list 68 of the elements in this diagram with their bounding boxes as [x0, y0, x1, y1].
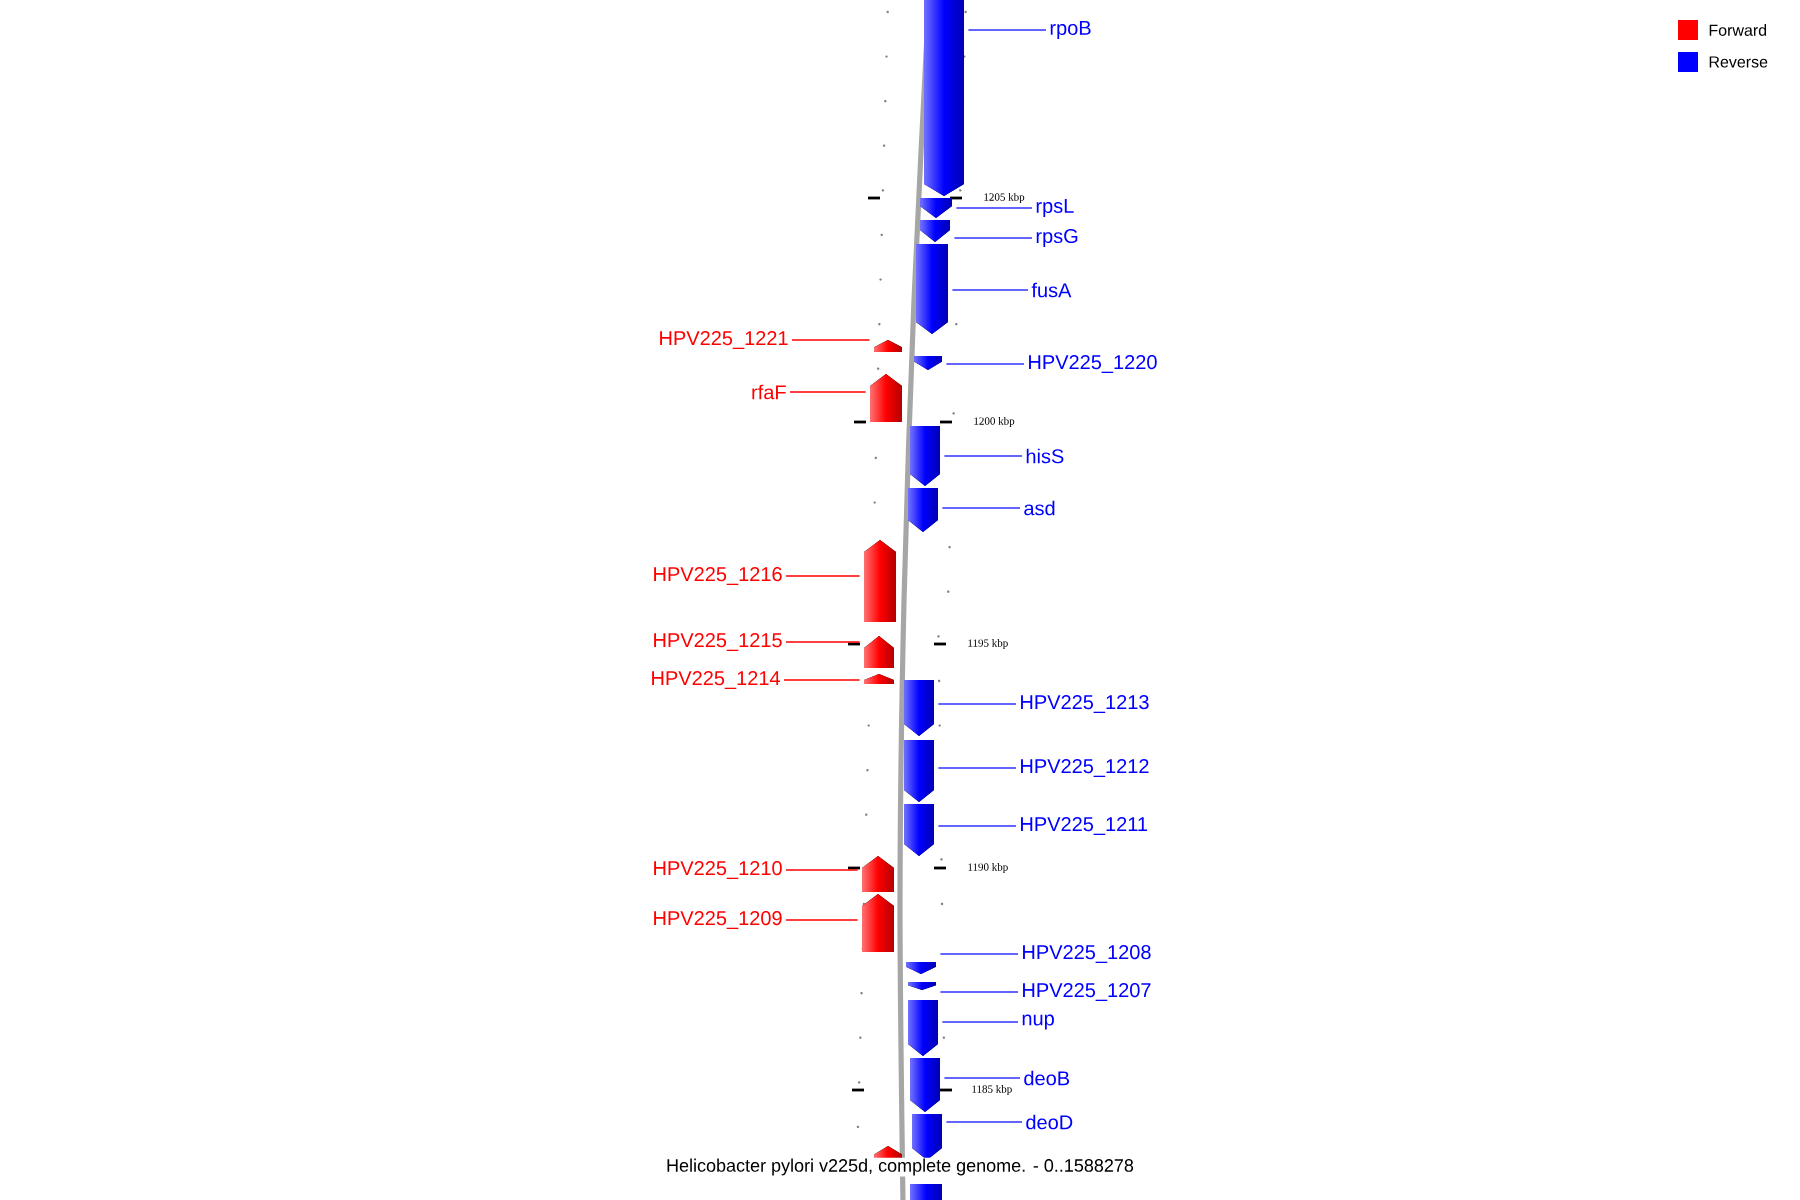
gene-label: HPV225_1216 [654, 567, 782, 585]
gene-label: HPV225_1214 [652, 671, 780, 689]
leader-line [785, 919, 859, 921]
gene-label: asd [1024, 500, 1055, 516]
gene-block [864, 540, 896, 622]
leader-line [785, 641, 861, 643]
leader-line [791, 339, 871, 341]
gene-label: nup [1022, 1014, 1054, 1030]
leader-line [937, 767, 1017, 769]
leader-line [789, 391, 867, 393]
gene-label: HPV225_1211 [1021, 817, 1148, 835]
gene-label: HPV225_1209 [654, 911, 782, 929]
gene-block [914, 356, 942, 370]
gene-label: hisS [1026, 448, 1064, 464]
gene-block [862, 894, 894, 952]
gene-label: HPV225_1210 [654, 861, 782, 879]
leader-line [785, 575, 861, 577]
gene-block [906, 962, 936, 974]
leader-line [941, 1021, 1019, 1023]
leader-line [945, 1121, 1023, 1123]
gene-label: HPV225_1212 [1021, 759, 1149, 777]
gene-label: HPV225_1207 [1023, 983, 1151, 1001]
leader-line [943, 1077, 1021, 1079]
leader-line [785, 869, 859, 871]
gene-block [920, 198, 952, 218]
gene-block [904, 680, 934, 736]
gene-label: rfaF [752, 384, 786, 400]
gene-label: HPV225_1213 [1021, 695, 1149, 713]
gene-block [904, 740, 934, 802]
leader-line [943, 455, 1023, 457]
leader-line [941, 507, 1021, 509]
leader-line [939, 991, 1019, 993]
gene-block [908, 488, 938, 532]
leader-line [955, 207, 1033, 209]
gene-block [862, 856, 894, 892]
gene-block [910, 1184, 942, 1200]
gene-block [864, 636, 894, 668]
gene-block [920, 220, 950, 242]
legend-label: Forward [1709, 24, 1767, 36]
gene-block [870, 374, 902, 422]
leader-line [937, 703, 1017, 705]
gene-label: deoD [1026, 1114, 1073, 1130]
gene-label: deoB [1024, 1070, 1070, 1086]
leader-line [783, 679, 861, 681]
gene-label: HPV225_1221 [660, 331, 788, 349]
gene-block [908, 982, 936, 990]
gene-label: HPV225_1208 [1023, 945, 1151, 963]
gene-block [910, 426, 940, 486]
caption: Helicobacter pylori v225d, complete genome. - 0..1588278 [665, 1157, 1135, 1177]
leader-line [939, 953, 1019, 955]
gene-block [912, 1114, 942, 1160]
gene-block [904, 804, 934, 856]
gene-label: rpoB [1050, 21, 1091, 39]
gene-label: HPV225_1215 [654, 633, 782, 651]
gene-label: rpsL [1036, 199, 1074, 217]
leader-line [951, 289, 1029, 291]
gene-block [910, 1058, 940, 1112]
leader-line [937, 825, 1017, 827]
gene-block [908, 1000, 938, 1056]
leader-line [953, 237, 1033, 239]
gene-label: rpsG [1036, 228, 1078, 248]
gene-block [864, 674, 894, 684]
gene-label: fusA [1031, 282, 1072, 298]
legend-label: Reverse [1709, 56, 1768, 68]
gene-block [874, 340, 902, 352]
leader-line [945, 363, 1025, 365]
gene-label: HPV225_1220 [1029, 355, 1157, 373]
leader-line [967, 29, 1047, 31]
